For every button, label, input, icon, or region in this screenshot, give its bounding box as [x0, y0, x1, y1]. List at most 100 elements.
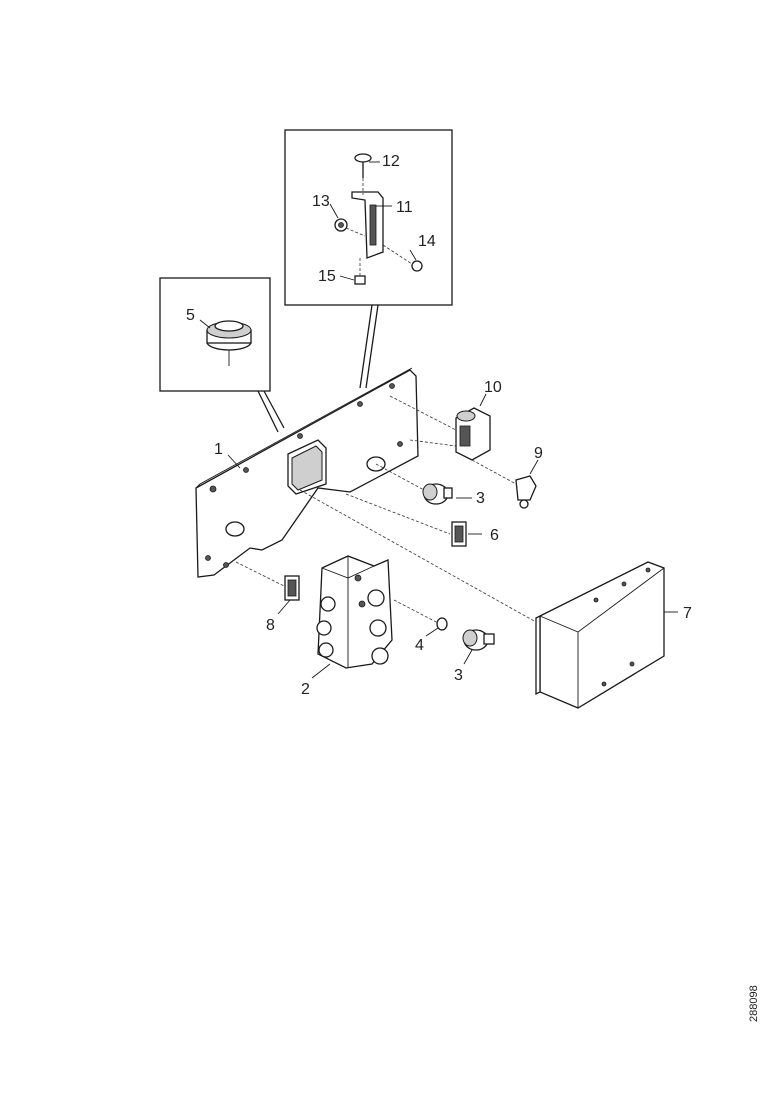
callout-10: 10 [484, 379, 502, 396]
nut-part-14 [411, 260, 423, 272]
box-hole [593, 597, 599, 603]
box-flange [535, 614, 541, 696]
nut-hole [338, 222, 344, 228]
callout-line-2 [311, 663, 331, 679]
plate-bracket-face [291, 445, 323, 491]
relay-leader [345, 493, 451, 535]
callout-6: 6 [490, 527, 499, 544]
callout-3-upper: 3 [476, 490, 485, 507]
plate-hole [389, 383, 395, 389]
relay-face [454, 525, 464, 543]
nut-14-leader [382, 244, 413, 265]
solenoid-leader [389, 395, 457, 431]
box-hole [621, 581, 627, 587]
valve-block-body [317, 555, 393, 669]
switch-leader [393, 599, 441, 625]
knob-cap [214, 320, 244, 332]
valve-port [371, 647, 389, 665]
callout-5: 5 [186, 307, 195, 324]
fitting-body [436, 617, 448, 631]
bracket-part-11 [351, 191, 384, 259]
callout-line-9 [529, 459, 539, 475]
fitting-part-4 [436, 617, 448, 631]
relay-part-6-right [345, 493, 467, 547]
solenoid-top [456, 410, 476, 422]
detail-inset-bracket [284, 129, 453, 389]
valve-port [369, 619, 387, 637]
callout-7: 7 [683, 605, 692, 622]
valve-port [354, 574, 362, 582]
callout-2: 2 [301, 681, 310, 698]
plate-hole [223, 562, 229, 568]
valve-port [318, 642, 334, 658]
callout-line-4 [425, 627, 439, 637]
box-hole [601, 681, 607, 687]
callout-15: 15 [318, 268, 336, 285]
callout-14: 14 [418, 233, 436, 250]
pressure-switch-part-3-lower [393, 599, 495, 651]
control-box-part-7 [299, 489, 665, 709]
elbow-fitting-part-9 [471, 459, 537, 509]
plate-hole [297, 433, 303, 439]
box-outline [539, 561, 665, 709]
callout-line-14 [409, 249, 417, 261]
solenoid-leader [409, 439, 457, 447]
switch-leader [375, 463, 425, 491]
relay-face [287, 579, 297, 597]
callout-12: 12 [382, 153, 400, 170]
callout-line-10 [479, 393, 487, 407]
box-leader [299, 489, 537, 623]
valve-port [316, 620, 332, 636]
washer-part-15 [354, 275, 366, 285]
switch-face [422, 483, 438, 501]
switch-face [462, 629, 478, 647]
detail-inset-knob [159, 277, 285, 433]
plate-hole [209, 485, 217, 493]
valve-port [367, 589, 385, 607]
plate-cutout [225, 521, 245, 537]
plate-hole [397, 441, 403, 447]
callout-4: 4 [415, 637, 424, 654]
switch-connector [443, 487, 453, 499]
document-code: 288098 [748, 985, 760, 1022]
mounting-plate-part-1 [195, 367, 419, 578]
elbow-leader [471, 459, 517, 485]
inset-frame-knob [159, 277, 271, 392]
plate-hole [357, 401, 363, 407]
callout-line-15 [339, 275, 355, 281]
box-hole [629, 661, 635, 667]
inset-leader-bracket [359, 304, 379, 389]
plate-hole [205, 555, 211, 561]
pressure-switch-part-3-upper [375, 463, 453, 505]
box-hole [645, 567, 651, 573]
callout-9: 9 [534, 445, 543, 462]
plate-edge [195, 367, 413, 489]
callout-line-3 [463, 649, 473, 665]
screw-part-12 [354, 153, 372, 163]
bracket-slot [369, 204, 377, 246]
inset-frame-bracket [284, 129, 453, 306]
callout-1: 1 [214, 441, 223, 458]
callouts: 1 2 3 4 5 6 8 7 3 9 10 11 12 13 14 15 [186, 153, 692, 698]
box-edges [539, 567, 665, 708]
callout-line-1 [227, 454, 241, 469]
plate-hole [243, 467, 249, 473]
relay-part-6-left [235, 561, 300, 601]
valve-block-edges [321, 556, 375, 668]
elbow-nut [519, 499, 529, 509]
callout-line-13 [329, 203, 339, 219]
elbow-body [515, 475, 537, 501]
inset-leader-knob [257, 390, 285, 433]
callout-11: 11 [396, 199, 413, 216]
nut-13-leader [345, 227, 366, 237]
callout-line-6b [277, 599, 291, 615]
callout-8: 8 [266, 617, 275, 634]
solenoid-valve-part-10 [389, 395, 491, 461]
valve-block-part-2 [316, 555, 393, 669]
valve-port [358, 600, 366, 608]
solenoid-coil [459, 425, 471, 447]
callout-3-lower: 3 [454, 667, 463, 684]
valve-port [320, 596, 336, 612]
